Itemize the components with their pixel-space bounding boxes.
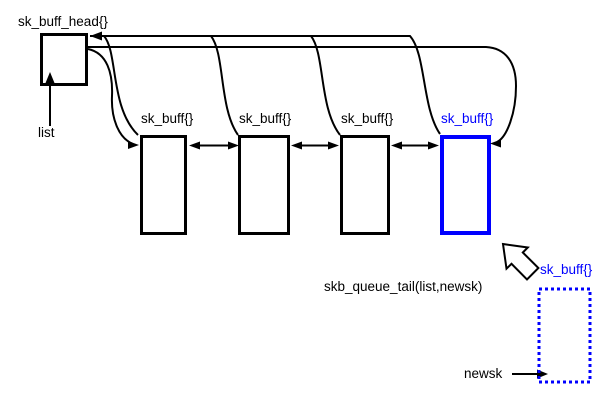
next-prev-arrow-1	[189, 141, 239, 150]
next-prev-arrow-2	[291, 141, 339, 150]
newsk-pointer-label: newsk	[464, 366, 503, 381]
head-label: sk_buff_head{}	[18, 14, 108, 29]
newsk-pointer-arrow	[512, 369, 548, 379]
sk-buff-label-1: sk_buff{}	[141, 111, 194, 126]
head-to-first-pointer	[87, 48, 139, 149]
sk-buff-box-2	[238, 135, 290, 235]
head-to-tail-pointer	[87, 46, 518, 148]
sk-buff-label-4-tail: sk_buff{}	[441, 111, 494, 126]
next-prev-arrow-3	[391, 141, 439, 150]
list-bus-branch-2	[210, 35, 239, 136]
insert-direction-arrow-icon	[501, 242, 540, 281]
sk-buff-box-4-tail	[440, 135, 491, 235]
list-pointer-label: list	[38, 125, 55, 140]
list-bus-branch-1	[103, 35, 139, 136]
sk-buff-head-box	[40, 33, 88, 86]
sk-buff-label-2: sk_buff{}	[239, 111, 292, 126]
list-bus-branch-3	[310, 35, 341, 136]
sk-buff-box-3	[340, 135, 390, 235]
sk-buff-box-1	[140, 135, 187, 235]
operation-label: skb_queue_tail(list,newsk)	[324, 279, 483, 294]
new-node-dotted-box	[537, 287, 592, 384]
sk-buff-label-3: sk_buff{}	[341, 111, 394, 126]
new-node-label: sk_buff{}	[540, 262, 593, 277]
